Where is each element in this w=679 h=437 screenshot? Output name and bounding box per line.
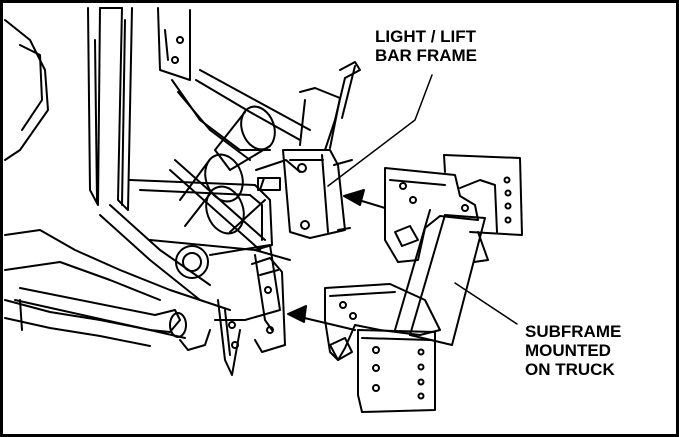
callout-light-lift-bar-frame: LIGHT / LIFT BAR FRAME [375,27,477,65]
callout-line: MOUNTED [525,341,611,360]
plow-mechanism-drawing [4,7,361,376]
callout-line: LIGHT / LIFT [375,27,477,46]
subframe-drawing [324,154,523,413]
callout-leader-lines [327,74,518,325]
callout-subframe-mounted-on-truck: SUBFRAME MOUNTED ON TRUCK [525,322,621,379]
callout-line: BAR FRAME [375,46,477,65]
direction-arrows [287,189,386,331]
callout-line: ON TRUCK [525,360,615,379]
callout-line: SUBFRAME [525,322,622,341]
line-drawing [4,7,523,413]
light-bar-frame-drawing [251,87,353,353]
